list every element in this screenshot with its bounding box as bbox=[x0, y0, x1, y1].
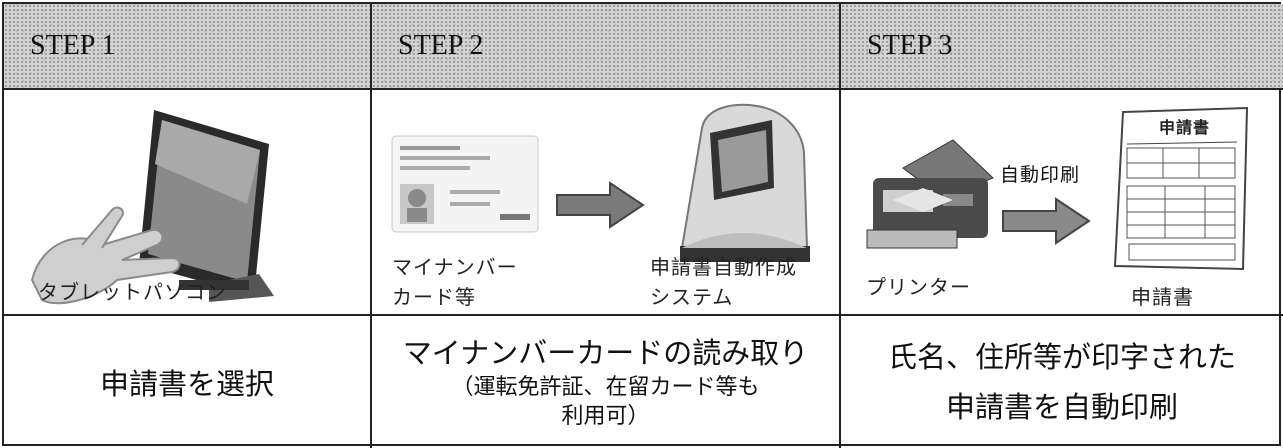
step2-header: STEP 2 bbox=[372, 4, 841, 90]
tablet-icon bbox=[139, 110, 274, 302]
id-card-icon bbox=[391, 135, 539, 233]
step3-description: 氏名、住所等が印字された 申請書を自動印刷 bbox=[841, 316, 1283, 448]
step3-illustration: 自動印刷 申請書 プリンター 申請書 bbox=[841, 90, 1283, 316]
step2-desc-line1: マイナンバーカードの読み取り bbox=[402, 336, 809, 370]
step1-header: STEP 1 bbox=[4, 4, 372, 90]
hand-icon bbox=[30, 206, 181, 305]
step2-desc-line2: （運転免許証、在留カード等も bbox=[451, 375, 760, 400]
system-label-line2: システム bbox=[650, 285, 734, 309]
printer-icon bbox=[866, 139, 994, 249]
step3-desc-line2: 申請書を自動印刷 bbox=[945, 390, 1178, 424]
step3-desc-line1: 氏名、住所等が印字された bbox=[887, 340, 1236, 374]
card-label-line1: マイナンバー bbox=[392, 255, 518, 279]
system-label-line1: 申請書自動作成 bbox=[650, 255, 797, 279]
step1-desc-line1: 申請書を選択 bbox=[99, 367, 274, 401]
form-document-title: 申請書 bbox=[1159, 118, 1211, 137]
printer-label: プリンター bbox=[866, 275, 971, 299]
card-label-line2: カード等 bbox=[392, 285, 476, 309]
step3-header: STEP 3 bbox=[841, 4, 1283, 90]
kiosk-icon bbox=[680, 103, 810, 262]
document-label: 申請書 bbox=[1131, 285, 1194, 309]
auto-print-label: 自動印刷 bbox=[1000, 164, 1081, 186]
step2-desc-line3: 利用可） bbox=[561, 404, 650, 429]
step2-description: マイナンバーカードの読み取り （運転免許証、在留カード等も 利用可） bbox=[372, 316, 841, 448]
arrow-icon bbox=[556, 181, 645, 229]
arrow-icon bbox=[1002, 197, 1091, 245]
step2-illustration: マイナンバー カード等 申請書自動作成 システム bbox=[372, 90, 841, 316]
step1-description: 申請書を選択 bbox=[4, 316, 372, 448]
tablet-label: タブレットパソコン bbox=[38, 280, 227, 304]
step1-illustration: タブレットパソコン bbox=[4, 90, 372, 316]
form-document-icon bbox=[1113, 106, 1249, 271]
